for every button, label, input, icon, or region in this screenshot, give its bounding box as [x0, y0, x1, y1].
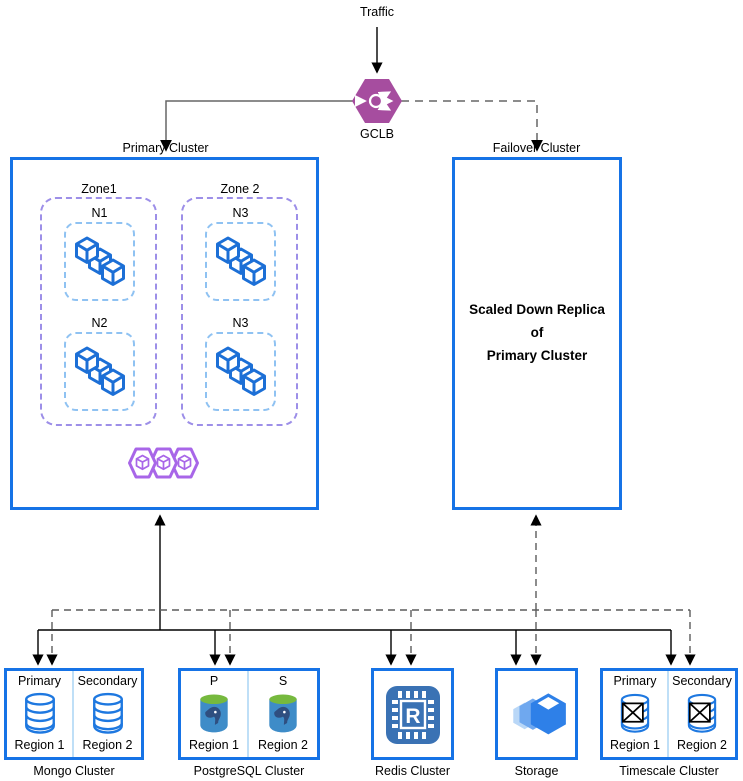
pods-cubes-icon — [215, 346, 266, 396]
postgres-secondary-role-label: S — [278, 674, 288, 688]
primary-cluster-label: Primary Cluster — [122, 141, 209, 155]
postgres-secondary-icon — [269, 694, 297, 733]
timescale-cluster-title: Timescale Cluster — [619, 764, 719, 778]
redis-chip-letter: R — [405, 705, 420, 728]
timescale-primary-icon — [620, 693, 650, 733]
node-n1-label: N1 — [91, 206, 108, 220]
timescale-secondary-icon — [687, 693, 717, 733]
timescale-cluster-box: Primary Region 1 Secondary — [600, 668, 738, 760]
postgres-primary-icon — [200, 694, 228, 733]
node-n3b-box — [205, 332, 276, 411]
postgres-cluster-box: P Region 1 S Region 2 — [178, 668, 320, 760]
mongo-secondary-db-icon — [92, 692, 123, 734]
pods-cubes-icon — [74, 236, 125, 286]
zone1-box — [40, 197, 157, 426]
postgres-cluster-title: PostgreSQL Cluster — [193, 764, 305, 778]
redis-chip-icon: R — [385, 686, 440, 744]
postgres-region2-label: Region 2 — [257, 738, 309, 752]
failover-body-line2: of — [530, 325, 544, 341]
gclb-to-failover-connector — [401, 100, 543, 152]
timescale-secondary-half: Secondary Region 2 — [669, 671, 735, 757]
redis-cluster-title: Redis Cluster — [374, 764, 451, 778]
pods-cubes-icon — [74, 346, 125, 396]
timescale-primary-half: Primary Region 1 — [603, 671, 669, 757]
postgres-secondary-half: S Region 2 — [249, 671, 317, 757]
zone2-label: Zone 2 — [220, 182, 260, 196]
pods-cubes-icon — [215, 236, 266, 286]
failover-body-text: Scaled Down Replica of Primary Cluster — [469, 299, 605, 368]
workloads-icon — [128, 447, 199, 479]
failover-body-line1: Scaled Down Replica — [469, 302, 605, 318]
node-n3a-label: N3 — [232, 206, 249, 220]
timescale-secondary-role-label: Secondary — [672, 674, 732, 688]
node-n1-box — [64, 222, 135, 301]
mongo-primary-half: Primary Region 1 — [7, 671, 74, 757]
storage-icon — [512, 693, 566, 735]
mongo-region2-label: Region 2 — [82, 738, 133, 752]
mongo-cluster-box: Primary Region 1 Secondary — [4, 668, 144, 760]
gclb-to-primary-connector — [160, 100, 354, 152]
traffic-label: Traffic — [359, 5, 395, 19]
failover-cluster-box: Scaled Down Replica of Primary Cluster — [452, 157, 622, 510]
mongo-primary-role-label: Primary — [17, 674, 62, 688]
storage-title: Storage — [514, 764, 559, 778]
mongo-secondary-role-label: Secondary — [77, 674, 138, 688]
postgres-primary-role-label: P — [209, 674, 219, 688]
failover-body-line3: Primary Cluster — [486, 347, 588, 363]
failover-db-bus — [46, 514, 696, 666]
timescale-region1-label: Region 1 — [609, 738, 661, 752]
primary-db-bus — [32, 514, 677, 666]
node-n2-box — [64, 332, 135, 411]
postgres-primary-half: P Region 1 — [181, 671, 249, 757]
mongo-primary-db-icon — [24, 692, 55, 734]
storage-box — [495, 668, 578, 760]
mongo-cluster-title: Mongo Cluster — [33, 764, 115, 778]
gclb-label: GCLB — [359, 127, 395, 141]
node-n3b-label: N3 — [232, 316, 249, 330]
mongo-region1-label: Region 1 — [14, 738, 65, 752]
gclb-icon — [352, 79, 402, 123]
zone2-box — [181, 197, 298, 426]
postgres-region1-label: Region 1 — [188, 738, 240, 752]
redis-cluster-box: R — [371, 668, 454, 760]
timescale-region2-label: Region 2 — [676, 738, 728, 752]
failover-cluster-label: Failover Cluster — [492, 141, 581, 155]
timescale-primary-role-label: Primary — [613, 674, 657, 688]
zone1-label: Zone1 — [81, 182, 117, 196]
node-n2-label: N2 — [91, 316, 108, 330]
node-n3a-box — [205, 222, 276, 301]
mongo-secondary-half: Secondary Region 2 — [74, 671, 141, 757]
